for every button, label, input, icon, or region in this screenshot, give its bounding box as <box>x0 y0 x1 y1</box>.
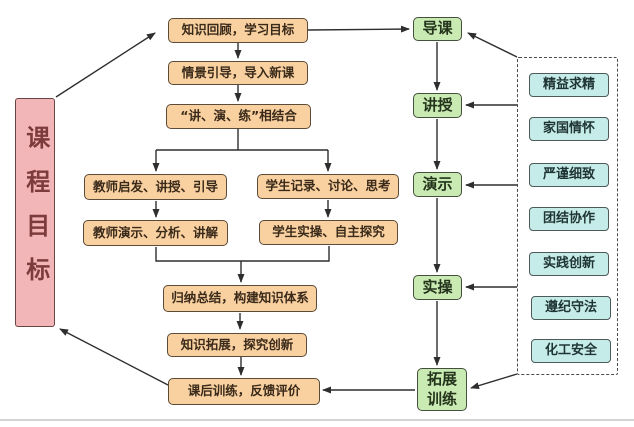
flow-step-combine-methods: “讲、演、练”相结合 <box>166 104 311 129</box>
flow-step-expand-innovate: 知识拓展，探究创新 <box>167 333 307 357</box>
value-item-innovation: 实践创新 <box>529 252 609 276</box>
stage-teaching: 讲授 <box>413 93 462 118</box>
value-item-patriotism: 家国情怀 <box>529 117 609 141</box>
flow-step-scenario-intro: 情景引导，导入新课 <box>168 61 308 85</box>
flow-step-after-class: 课后训练，反馈评价 <box>168 378 320 405</box>
value-item-chemical-safety: 化工安全 <box>531 339 611 363</box>
teacher-activity-inspire: 教师启发、讲授、引导 <box>84 174 227 200</box>
scan-artifact-line <box>0 419 634 421</box>
student-activity-practice: 学生实操、自主探究 <box>259 220 398 245</box>
course-objectives-box: 课程目标 <box>15 98 55 327</box>
value-item-law-abiding: 遵纪守法 <box>531 296 611 320</box>
value-item-teamwork: 团结协作 <box>529 207 609 231</box>
student-activity-discuss: 学生记录、讨论、思考 <box>257 174 399 199</box>
teacher-activity-demonstrate: 教师演示、分析、讲解 <box>83 220 228 246</box>
flow-step-summarize: 归纳总结，构建知识体系 <box>163 285 317 312</box>
flow-step-knowledge-review: 知识回顾，学习目标 <box>168 18 308 43</box>
value-item-excellence: 精益求精 <box>529 73 609 97</box>
stage-practice: 实操 <box>413 275 462 300</box>
value-item-rigor: 严谨细致 <box>529 163 609 187</box>
stage-expansion-training: 拓展训练 <box>417 368 467 411</box>
values-panel <box>517 57 618 375</box>
stage-demonstration: 演示 <box>413 172 462 197</box>
stage-lead-in: 导课 <box>413 17 462 41</box>
